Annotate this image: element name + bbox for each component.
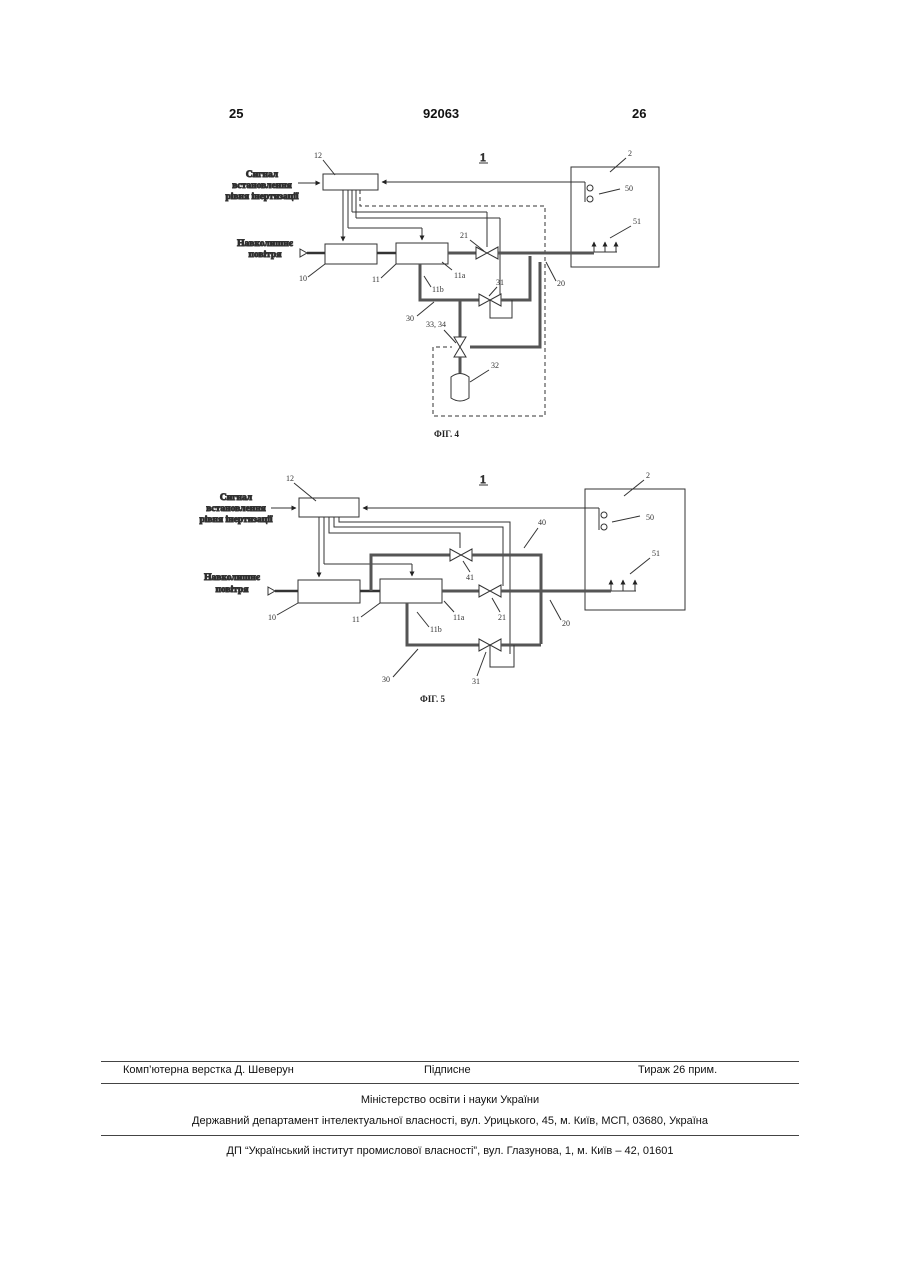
fig4-ref-10: 10 [299,274,307,283]
fig4-compressor-10 [325,244,377,264]
fig5-signal-line1: Сигнал [220,493,253,503]
fig4-ref-12: 12 [314,151,322,160]
fig5-ref-51: 51 [652,549,660,558]
fig5-ref-10: 10 [268,613,276,622]
fig4-tank-32 [451,374,469,402]
fig4-ref-2: 2 [628,149,632,158]
fig5-ref-12: 12 [286,474,294,483]
footer-layout: Комп’ютерна верстка Д. Шеверун [123,1064,294,1076]
fig5-caption: ФІГ. 5 [420,694,445,704]
footer-signed: Підписне [424,1064,471,1076]
fig4-ref-20: 20 [557,279,565,288]
fig4-ref-21: 21 [460,231,468,240]
fig4-ref-32: 32 [491,361,499,370]
fig5-ref-31: 31 [472,677,480,686]
fig4-ref-31: 31 [496,278,504,287]
fig5-controller-12 [299,498,359,517]
fig5-ref-11: 11 [352,615,360,624]
fig4-ref-11: 11 [372,275,380,284]
fig5-ref-11b: 11b [430,625,442,634]
fig4-ref-11a: 11a [454,271,466,280]
fig4-signal-line2: встановлення [232,181,292,191]
fig5-ambient-line2: повітря [216,584,249,595]
fig4-ref-50: 50 [625,184,633,193]
fig4-ref-11b: 11b [432,285,444,294]
fig5-system-label: 1 [480,472,486,486]
fig5-ref-20: 20 [562,619,570,628]
footer-circulation: Тираж 26 прим. [638,1064,717,1076]
fig4-ref-33-34: 33, 34 [426,320,446,329]
fig4-controller-12 [323,174,378,190]
fig5-signal-line2: встановлення [206,504,266,514]
fig4-separator-11 [396,243,448,264]
fig5-ref-50: 50 [646,513,654,522]
fig5-ref-30: 30 [382,675,390,684]
fig5-separator-11 [380,579,442,603]
fig4-caption: ФІГ. 4 [434,429,459,439]
fig4-ambient-line2: повітря [249,249,282,260]
fig5-compressor-10 [298,580,360,603]
fig4-signal-line3: рівня інертизації [226,191,299,202]
fig5-ambient-line1: Навколишнє [204,573,260,583]
fig4-system-label: 1 [480,150,486,164]
fig5-ref-41: 41 [466,573,474,582]
footer-rule-top [101,1061,799,1062]
figure-5: 1 Сигнал встановлення рівня інертизації … [200,471,686,704]
fig5-ref-21: 21 [498,613,506,622]
fig4-ambient-line1: Навколишнє [237,239,293,249]
fig4-ref-51: 51 [633,217,641,226]
fig4-signal-line1: Сигнал [246,170,279,180]
fig4-ref-30: 30 [406,314,414,323]
footer-institute: ДП “Український інститут промислової вла… [101,1145,799,1157]
footer-department: Державний департамент інтелектуальної вл… [101,1115,799,1127]
fig5-ref-11a: 11a [453,613,465,622]
fig5-ref-2: 2 [646,471,650,480]
fig5-ref-40: 40 [538,518,546,527]
footer-rule-bottom [101,1135,799,1136]
footer-ministry: Міністерство освіти і науки України [101,1094,799,1106]
fig5-signal-line3: рівня інертизації [200,514,273,525]
footer-rule-middle [101,1083,799,1084]
figure-4: 1 Сигнал встановлення рівня інертизації … [226,149,660,439]
